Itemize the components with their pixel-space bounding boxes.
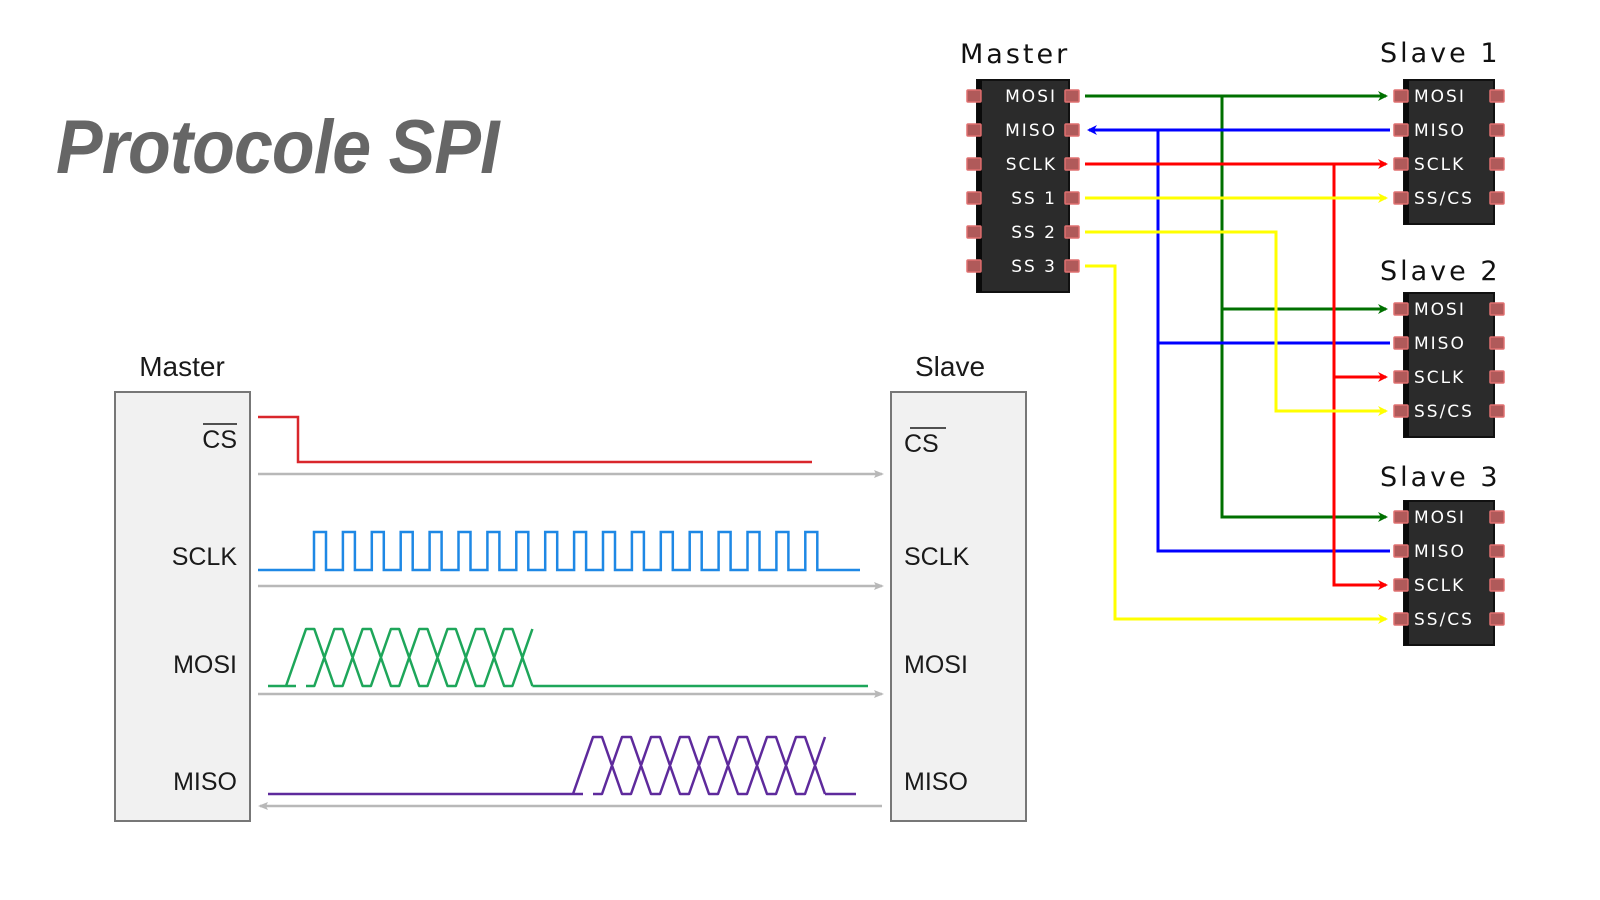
pin-label: MOSI	[1414, 300, 1466, 320]
wire-sclk-slave3	[1332, 164, 1388, 590]
timing-master-title: Master	[139, 351, 225, 382]
pin-label: SCLK	[1414, 576, 1465, 596]
pin-label: MISO	[1414, 334, 1466, 354]
master-label-sclk: SCLK	[172, 543, 238, 571]
pin-right	[1489, 370, 1505, 384]
page-title: Protocole SPI	[56, 105, 500, 190]
slave-label-miso: MISO	[904, 768, 968, 796]
pin-left	[1393, 578, 1409, 592]
pin-left	[1393, 123, 1409, 137]
slave-chip-2-body	[1403, 292, 1495, 438]
slave-label-mosi: MOSI	[904, 651, 968, 679]
pin-left	[1393, 612, 1409, 626]
pin-left	[1393, 89, 1409, 103]
pin-left	[966, 225, 982, 239]
wires-group	[1085, 91, 1390, 624]
master-label-miso: MISO	[173, 768, 237, 796]
master-label-mosi: MOSI	[173, 651, 237, 679]
pin-left	[1393, 544, 1409, 558]
pin-right	[1064, 191, 1080, 205]
master-chip-body	[976, 79, 1070, 293]
timing-master-box	[114, 391, 251, 822]
pin-right	[1489, 336, 1505, 350]
signal-cs	[258, 415, 812, 464]
pin-right	[1489, 612, 1505, 626]
slave-chip-1: Slave 1 MOSI MISO SCLK SS/CS	[1380, 38, 1505, 225]
pin-right	[1489, 302, 1505, 316]
pin-label: SS 3	[1011, 257, 1057, 277]
pin-label: MOSI	[1005, 87, 1057, 107]
pin-right	[1064, 89, 1080, 103]
pin-left	[1393, 510, 1409, 524]
slave-chip-3-edge	[1404, 501, 1409, 645]
pin-label: SS 2	[1011, 223, 1057, 243]
pin-label: MISO	[1005, 121, 1057, 141]
slave-chip-2: Slave 2 MOSI MISO SCLK SS/CS	[1380, 256, 1505, 438]
signal-sclk	[258, 530, 860, 572]
pin-label: SS 1	[1011, 189, 1057, 209]
slave-chip-3-body	[1403, 500, 1495, 646]
pin-right	[1489, 123, 1505, 137]
wire-miso-slave3	[1156, 130, 1390, 553]
slave-label-sclk: SCLK	[904, 543, 970, 571]
pin-label: MOSI	[1414, 87, 1466, 107]
timing-slave-box	[890, 391, 1027, 822]
pin-right	[1064, 157, 1080, 171]
pin-right	[1489, 191, 1505, 205]
signal-miso-data	[571, 735, 827, 796]
pin-left	[1393, 302, 1409, 316]
pin-left	[966, 259, 982, 273]
pin-right	[1489, 544, 1505, 558]
pin-right	[1489, 89, 1505, 103]
pin-left	[1393, 157, 1409, 171]
pin-label: SCLK	[1414, 155, 1465, 175]
pin-left	[1393, 336, 1409, 350]
slave-label-cs: CS	[904, 430, 939, 458]
pin-right	[1064, 259, 1080, 273]
pin-right	[1489, 510, 1505, 524]
master-label-cs: CS	[202, 426, 237, 454]
master-chip-edge	[977, 80, 982, 292]
pin-left	[1393, 404, 1409, 418]
pin-left	[1393, 370, 1409, 384]
pin-label: MISO	[1414, 121, 1466, 141]
pin-left	[966, 191, 982, 205]
slave-chip-2-title: Slave 2	[1380, 256, 1501, 287]
pin-left	[1393, 191, 1409, 205]
slave-chip-3: Slave 3 MOSI MISO SCLK SS/CS	[1380, 462, 1505, 646]
pin-left	[966, 123, 982, 137]
pin-label: SS/CS	[1414, 610, 1474, 630]
pin-right	[1489, 157, 1505, 171]
wire-ss2	[1085, 230, 1388, 416]
wire-mosi-slave3	[1220, 96, 1388, 522]
signal-mosi-data	[284, 627, 534, 688]
slave-chip-2-edge	[1404, 293, 1409, 437]
pin-right	[1064, 123, 1080, 137]
pin-label: MISO	[1414, 542, 1466, 562]
wire-ss3	[1085, 264, 1388, 624]
pin-right	[1489, 578, 1505, 592]
pin-label: SS/CS	[1414, 189, 1474, 209]
slave-chip-1-title: Slave 1	[1380, 38, 1501, 69]
slave-chip-1-edge	[1404, 80, 1409, 224]
slave-chip-1-body	[1403, 79, 1495, 225]
timing-slave-title: Slave	[915, 351, 985, 382]
pin-right	[1064, 225, 1080, 239]
pin-label: SCLK	[1006, 155, 1057, 175]
pin-label: SCLK	[1414, 368, 1465, 388]
pin-label: MOSI	[1414, 508, 1466, 528]
pin-left	[966, 89, 982, 103]
slave-chip-3-title: Slave 3	[1380, 462, 1501, 493]
pin-left	[966, 157, 982, 171]
pin-right	[1489, 404, 1505, 418]
master-chip-title: Master	[960, 39, 1070, 70]
pin-label: SS/CS	[1414, 402, 1474, 422]
